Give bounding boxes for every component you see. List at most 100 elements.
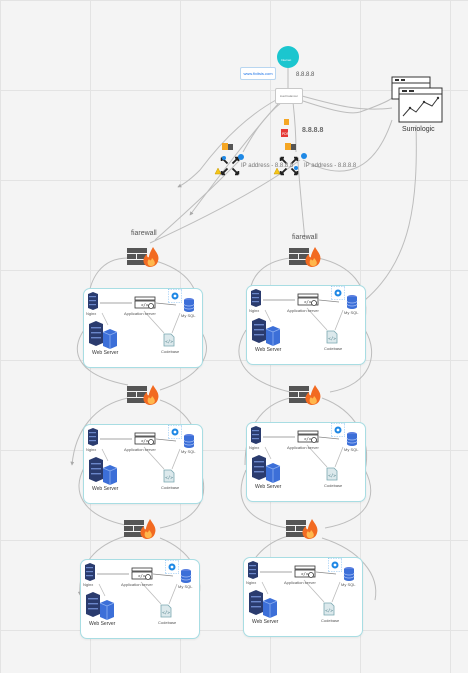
application-server-icon [297,293,319,306]
web-server-label: Web Server [92,486,119,492]
codebase-label: Codebase [161,485,180,490]
web-server-icon [251,318,281,346]
mysql-label: My SQL [181,313,196,318]
app-server-label: Application server [124,447,156,452]
cluster-connector [306,307,328,331]
mysql-database-icon [183,433,195,449]
codebase-label: Codebase [324,346,343,351]
mysql-label: My SQL [344,310,359,315]
server-cluster: Nginx Application server My SQL Web Server C… [246,285,366,365]
cluster-connector [152,573,174,577]
codebase-file-icon [160,604,172,618]
cluster-connector [101,312,109,326]
web-server-label: Web Server [255,347,282,353]
firewall-label-right: fiarewall [292,234,318,241]
firewall-icon [127,385,159,405]
cluster-connector [264,309,272,323]
web-server-label: Web Server [255,484,282,490]
cluster-connector [331,581,341,603]
cluster-connector [101,448,109,462]
settings-gear-icon [168,425,182,439]
app-server-label: Application server [287,445,319,450]
cluster-diagram [251,423,358,483]
ip-label-top: 8.8.8.8 [296,72,315,78]
load-balancer-box: load balancer [275,88,303,104]
codebase-label: Codebase [321,618,340,623]
cluster-connector [171,448,181,470]
cluster-connector [334,446,344,468]
web-server-icon [88,457,118,485]
cluster-diagram [88,425,195,485]
application-server-icon [134,296,156,309]
web-server-icon [248,590,278,618]
firewall-icon [124,519,156,539]
codebase-file-icon [326,467,338,481]
cluster-diagram [88,289,195,349]
sumologic-icon [391,76,443,123]
internet-globe-icon [277,46,299,68]
settings-gear-icon [328,558,342,572]
nginx-server-icon [251,426,261,444]
cluster-connector [168,583,178,605]
firewall-icon [127,247,159,267]
settings-gear-icon [331,286,345,300]
nginx-server-icon [251,289,261,307]
web-server-label: Web Server [92,350,119,356]
app-server-label: Application server [287,308,319,313]
settings-gear-icon [331,423,345,437]
firewall-icon [289,385,321,405]
app-server-label: Application server [124,311,156,316]
nginx-server-icon [85,563,95,581]
mysql-database-icon [180,568,192,584]
cluster-diagram [248,558,355,618]
codebase-file-icon [326,330,338,344]
app-server-label: Application server [284,580,316,585]
url-box[interactable]: www.fixitsis.com [240,67,276,80]
nginx-server-icon [248,561,258,579]
application-server-icon [134,432,156,445]
codebase-file-icon [163,333,175,347]
settings-gear-icon [168,289,182,303]
cluster-connector [155,302,177,306]
firewall-icon [286,519,318,539]
nginx-label: Nginx [86,447,97,452]
nginx-label: Nginx [83,582,94,587]
codebase-label: Codebase [161,349,180,354]
cluster-connector [306,444,328,468]
nginx-label: Nginx [249,308,260,313]
mysql-label: My SQL [181,449,196,454]
ip-address-right-label: IP address - 8.8.8.8 [304,163,357,169]
codebase-file-icon [163,469,175,483]
cluster-connector [334,309,344,331]
cluster-connector [98,583,106,597]
cluster-connector [171,312,181,334]
app-server-label: Application server [121,582,153,587]
server-cluster: Nginx Application server My SQL Web Server C… [83,424,203,504]
cluster-connector [303,579,325,603]
web-server-icon [251,455,281,483]
svg-text:PDF: PDF [282,132,289,136]
nginx-server-icon [88,428,98,446]
nginx-label: Nginx [86,311,97,316]
cluster-connector [140,581,162,605]
mysql-database-icon [346,431,358,447]
settings-gear-icon [165,560,179,574]
firewall-label-left: fiarewall [131,230,157,237]
cluster-diagram [251,286,358,346]
cluster-connector [315,571,337,575]
internet-label: Internet [281,58,292,62]
cluster-diagram [85,560,192,620]
codebase-label: Codebase [158,620,177,625]
web-server-label: Web Server [89,621,116,627]
firewall-icon [289,247,321,267]
cluster-connector [318,299,340,303]
cluster-connector [318,436,340,440]
cluster-connector [143,446,165,470]
codebase-file-icon [323,602,335,616]
mysql-label: My SQL [344,447,359,452]
application-server-icon [294,565,316,578]
